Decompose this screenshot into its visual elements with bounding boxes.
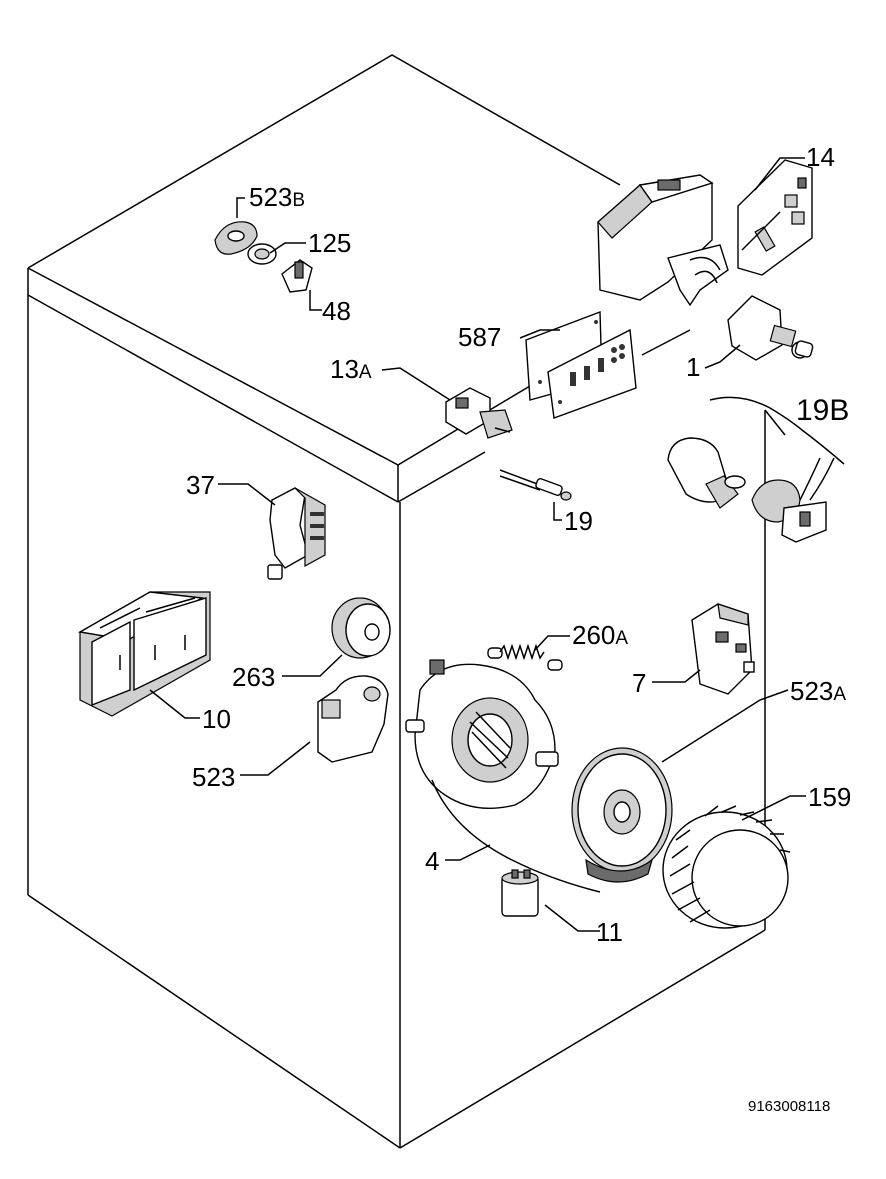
label-159: 159	[808, 782, 851, 812]
label-7: 7	[632, 668, 646, 698]
document-number: 9163008118	[748, 1098, 830, 1115]
label-37: 37	[186, 470, 215, 500]
label-13a: 13A	[330, 354, 372, 384]
label-14: 14	[806, 142, 835, 172]
label-523b: 523B	[249, 182, 305, 212]
part-13a-connector	[445, 387, 513, 439]
label-4: 4	[425, 846, 439, 876]
part-14-control-module	[597, 159, 813, 307]
part-4-motor	[405, 659, 559, 810]
part-587-pcb	[525, 310, 637, 419]
part-159-fan-wheel	[662, 805, 791, 929]
label-19: 19	[564, 506, 593, 536]
part-523-bracket	[317, 675, 389, 763]
part-1-selector-switch	[727, 295, 814, 361]
motor-wire	[431, 779, 601, 893]
label-263: 263	[232, 662, 275, 692]
part-7-module	[691, 603, 755, 695]
part-19b-lamp-assembly	[667, 396, 845, 543]
leader-lines	[149, 157, 806, 932]
label-11: 11	[596, 917, 623, 947]
label-125: 125	[308, 228, 351, 258]
part-263-pulley	[331, 597, 391, 659]
part-labels: 14 523B 125 48 587 13A 1 19B 37 19 260A …	[186, 142, 851, 1115]
label-587: 587	[458, 322, 501, 352]
label-260a: 260A	[572, 620, 628, 650]
part-523b-125-48-thermostat	[214, 221, 313, 293]
part-19-probe	[499, 469, 572, 501]
part-37-holder	[267, 487, 326, 580]
label-48: 48	[322, 296, 351, 326]
label-1: 1	[686, 352, 700, 382]
part-523a-fan-housing	[571, 747, 673, 883]
part-10-filter	[77, 591, 211, 717]
label-523a: 523A	[790, 676, 846, 706]
label-523: 523	[192, 762, 235, 792]
part-260a-spring	[487, 643, 563, 671]
part-11-capacitor	[501, 869, 539, 917]
label-10: 10	[202, 704, 231, 734]
label-19b: 19B	[796, 394, 849, 427]
